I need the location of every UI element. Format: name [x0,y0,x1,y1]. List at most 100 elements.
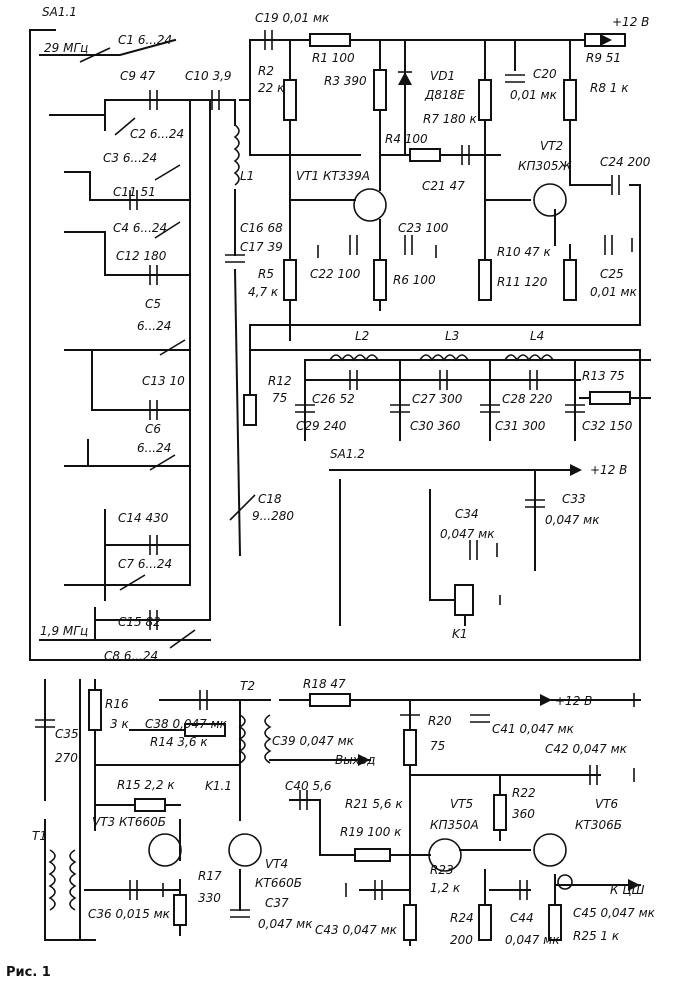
vt5-label: VT5 [450,797,473,811]
r16-label: R16 [105,697,129,711]
power-12v-top: +12 В [612,15,649,29]
vt5-value: КП350А [430,818,479,832]
c17-label: C17 39 [240,240,283,254]
c35-label: C35 [55,727,79,741]
c34-value: 0,047 мк [440,527,495,541]
k1-1-label: K1.1 [205,779,232,793]
r24-label: R24 [450,911,474,925]
c1-label: C1 6...24 [118,33,172,47]
c18-value: 9...280 [252,509,294,523]
r16-value: 3 к [110,717,129,731]
trimmer-arrows [79,47,256,649]
r19-label: R19 100 к [340,825,402,839]
c22-label: C22 100 [310,267,361,281]
c45-label: C45 0,047 мк [573,906,656,920]
c44-value: 0,047 мк [505,933,560,947]
vt2-value: КП305Ж [518,159,572,173]
c16-label: C16 68 [240,221,283,235]
c5-value: 6...24 [137,319,171,333]
c41-label: C41 0,047 мк [492,722,575,736]
r8-label: R8 1 к [590,81,629,95]
l1-label: L1 [240,169,254,183]
r1-label: R1 100 [312,51,355,65]
r5-value: 4,7 к [248,285,279,299]
c37-value: 0,047 мк [258,917,313,931]
figure-label: Рис. 1 [6,965,51,980]
r20-label: R20 [428,714,452,728]
vt3-label: VT3 КТ660Б [92,815,166,829]
r23-value: 1,2 к [430,881,461,895]
r12-value: 75 [272,391,287,405]
c7-label: C7 6...24 [118,557,172,571]
c44-label: C44 [510,911,534,925]
c43-label: C43 0,047 мк [315,923,398,937]
active-devices [148,71,573,890]
power-12v-mid: +12 В [590,463,627,477]
r3-label: R3 390 [324,74,367,88]
c13-label: C13 10 [142,374,185,388]
c25-label: C25 [600,267,624,281]
t2-label: T2 [240,679,255,693]
t1-label: T1 [32,829,47,843]
c31-label: C31 300 [495,419,546,433]
wiring [29,29,651,946]
c5-label: C5 [145,297,161,311]
ksh-label: К ЦШ [610,883,645,897]
c20-label: C20 [533,67,557,81]
band-29mhz-label: 29 МГц [44,41,88,55]
band-1-9mhz-label: 1,9 МГц [40,624,88,638]
r15-label: R15 2,2 к [117,778,175,792]
r2-value: 22 к [258,81,285,95]
c33-value: 0,047 мк [545,513,600,527]
c36-label: C36 0,015 мк [88,907,171,921]
sa1-1-label: SA1.1 [42,5,77,19]
c40-label: C40 5,6 [285,779,332,793]
vd1-value: Д818Е [424,88,465,102]
r21-label: R21 5,6 к [345,797,403,811]
r22-value: 360 [512,807,535,821]
c33-label: C33 [562,492,586,506]
c42-label: C42 0,047 мк [545,742,628,756]
c30-label: C30 360 [410,419,461,433]
c23-label: C23 100 [398,221,449,235]
l3-label: L3 [445,329,459,343]
c15-label: C15 82 [118,615,161,629]
r25-label: R25 1 к [573,929,620,943]
c21-label: C21 47 [422,179,465,193]
c26-label: C26 52 [312,392,355,406]
c10-label: C10 3,9 [185,69,232,83]
c8-label: C8 6...24 [104,649,158,663]
r12-label: R12 [268,374,292,388]
r11-label: R11 120 [497,275,548,289]
inductors [48,124,554,911]
labels: SA1.1 29 МГц C1 6...24 C19 0,01 мк +12 В… [6,5,656,980]
capacitors [35,30,620,918]
c2-label: C2 6...24 [130,127,184,141]
r23-label: R23 [430,863,454,877]
c11-label: C11 51 [113,185,156,199]
l4-label: L4 [530,329,544,343]
c28-label: C28 220 [502,392,553,406]
c14-label: C14 430 [118,511,169,525]
vt1-label: VT1 КТ339А [296,169,370,183]
vt6-value: КТ306Б [575,818,622,832]
r24-value: 200 [450,933,473,947]
c20-value: 0,01 мк [510,88,558,102]
c18-label: C18 [258,492,282,506]
vt4-label: VT4 [265,857,288,871]
r17-value: 330 [198,891,221,905]
c38-label: C38 0,047 мк [145,717,228,731]
output-label: Выход [335,753,375,767]
r13-label: R13 75 [582,369,625,383]
vt2-label: VT2 [540,139,563,153]
c29-label: C29 240 [296,419,347,433]
c37-label: C37 [265,896,289,910]
c35-value: 270 [55,751,78,765]
c39-label: C39 0,047 мк [272,734,355,748]
c27-label: C27 300 [412,392,463,406]
r10-label: R10 47 к [497,245,552,259]
c6-label: C6 [145,422,161,436]
r9-label: R9 51 [586,51,621,65]
c34-label: C34 [455,507,479,521]
